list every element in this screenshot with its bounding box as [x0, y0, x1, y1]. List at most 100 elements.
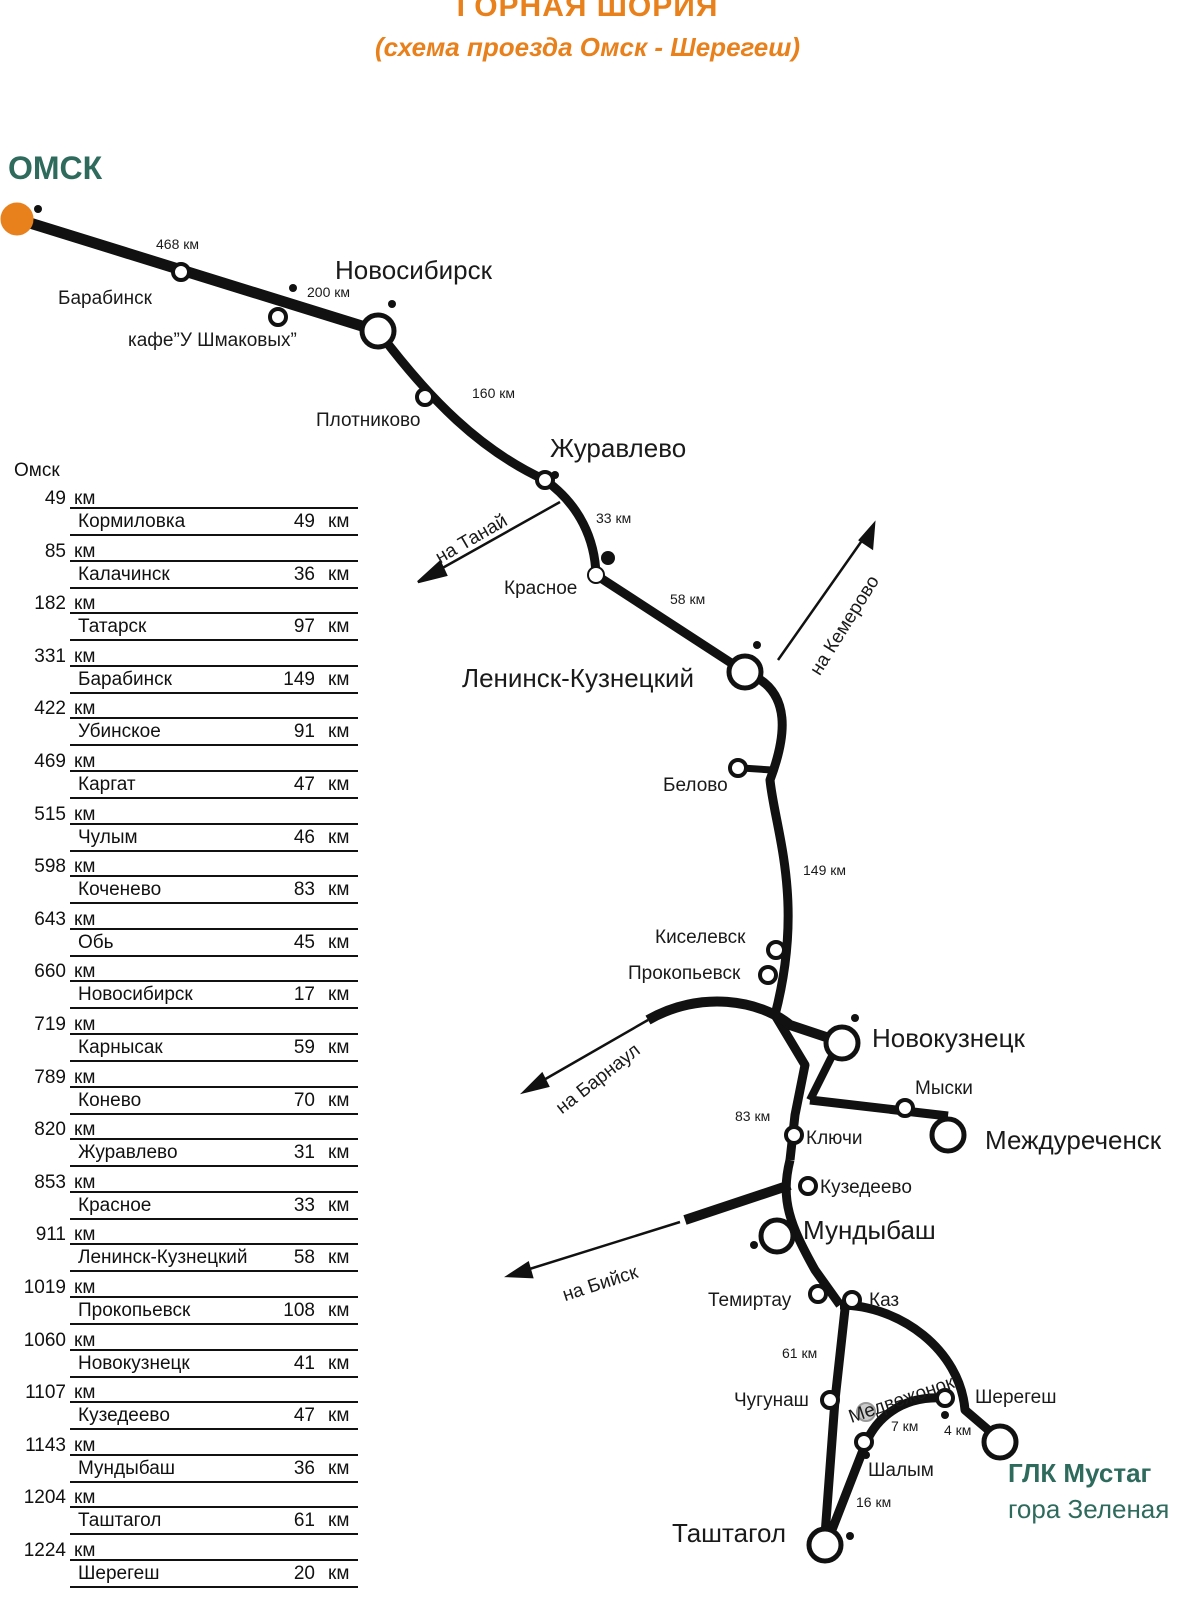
- cumulative-distance: 469: [34, 751, 66, 772]
- divider: [70, 849, 358, 852]
- divider: [70, 1138, 358, 1141]
- route-zhuravlevo-krasnoe: [542, 476, 601, 576]
- divider: [70, 927, 358, 930]
- divider: [70, 1085, 358, 1088]
- segment-unit: км: [328, 668, 350, 690]
- cumulative-distance: 820: [34, 1119, 66, 1141]
- station-name: Коченево: [78, 879, 162, 901]
- distance-4: 4 км: [944, 1422, 972, 1438]
- cumulative-distance: 49: [44, 488, 66, 509]
- segment-unit: км: [328, 826, 350, 848]
- kuzedeevo-marker: [798, 1176, 818, 1196]
- label-mundybash: Мундыбаш: [803, 1215, 936, 1245]
- station-name: Таштагол: [78, 1510, 162, 1532]
- distance-160: 160 км: [472, 385, 515, 401]
- station-name: Убинское: [78, 721, 161, 743]
- resort-marker: [981, 1423, 1019, 1461]
- station-name: Барабинск: [78, 668, 172, 690]
- segment-unit: км: [328, 931, 350, 953]
- omsk-marker: [0, 202, 34, 236]
- divider: [70, 744, 358, 747]
- segment-distance: 61: [293, 1510, 315, 1532]
- cumulative-unit: км: [74, 1487, 96, 1509]
- cumulative-unit: км: [74, 1434, 96, 1456]
- chugunash-marker: [820, 1390, 840, 1410]
- divider: [70, 1296, 358, 1298]
- segment-unit: км: [328, 1405, 350, 1427]
- segment-unit: км: [328, 1037, 350, 1058]
- prokopyevsk-marker: [758, 965, 778, 985]
- station-name: Журавлево: [78, 1142, 178, 1164]
- label-plotnikovo: Плотниково: [316, 410, 421, 431]
- segment-distance: 33: [293, 1194, 315, 1216]
- divider: [70, 1428, 358, 1431]
- segment-distance: 36: [293, 1457, 315, 1479]
- divider: [70, 1533, 358, 1536]
- cumulative-distance: 789: [34, 1066, 66, 1088]
- cumulative-distance: 422: [34, 698, 66, 720]
- divider: [70, 1375, 358, 1378]
- cumulative-distance: 85: [44, 540, 66, 562]
- label-resort: ГЛК Мустаг: [1008, 1458, 1152, 1488]
- sheregesh-marker: [935, 1388, 955, 1408]
- segment-distance: 58: [293, 1247, 315, 1269]
- temirtau-marker: [808, 1284, 828, 1304]
- divider: [70, 1323, 358, 1325]
- label-mountain: гора Зеленая: [1008, 1494, 1170, 1524]
- segment-distance: 41: [293, 1352, 315, 1374]
- cumulative-unit: км: [74, 1014, 96, 1035]
- station-name: Шерегеш: [78, 1563, 160, 1584]
- divider: [70, 691, 358, 694]
- divider: [70, 1559, 358, 1561]
- cumulative-distance: 1107: [25, 1382, 66, 1404]
- station-name: Новокузнецк: [78, 1352, 190, 1374]
- segment-unit: км: [328, 563, 350, 585]
- shalym-marker: [854, 1432, 874, 1452]
- cumulative-distance: 853: [34, 1171, 66, 1193]
- cumulative-distance: 719: [34, 1014, 66, 1035]
- cumulative-unit: км: [74, 698, 96, 720]
- divider: [70, 1165, 358, 1168]
- distance-149: 149 км: [803, 862, 846, 878]
- label-krasnoe: Красное: [504, 578, 578, 599]
- cumulative-unit: км: [74, 1277, 96, 1298]
- divider: [70, 797, 358, 799]
- divider: [70, 980, 358, 983]
- label-cafe: кафе”У Шмаковых”: [128, 330, 297, 351]
- divider: [70, 1217, 358, 1220]
- cumulative-distance: 1143: [25, 1434, 66, 1456]
- branch-biysk: [683, 1180, 792, 1225]
- cumulative-distance: 331: [34, 645, 66, 667]
- divider: [70, 664, 358, 667]
- distance-16: 16 км: [856, 1494, 892, 1510]
- klyuchi-marker: [784, 1125, 804, 1145]
- label-kuzedeevo: Кузедеево: [820, 1177, 912, 1198]
- mezhdurechensk-marker: [929, 1116, 967, 1154]
- label-novosibirsk: Новосибирск: [335, 255, 492, 285]
- label-shalym: Шалым: [868, 1460, 934, 1481]
- label-myski: Мыски: [915, 1078, 973, 1099]
- divider: [70, 1480, 358, 1483]
- divider: [70, 770, 358, 772]
- station-name: Карнысак: [78, 1037, 163, 1058]
- cumulative-distance: 911: [35, 1224, 66, 1246]
- label-mezhdurechensk: Междуреченск: [985, 1125, 1162, 1155]
- divider: [70, 1506, 358, 1509]
- distance-58: 58 км: [670, 591, 706, 607]
- label-kaz: Каз: [869, 1290, 900, 1311]
- segment-distance: 91: [293, 721, 315, 743]
- station-name: Красное: [78, 1194, 152, 1216]
- branch-barnaul: [645, 996, 837, 1045]
